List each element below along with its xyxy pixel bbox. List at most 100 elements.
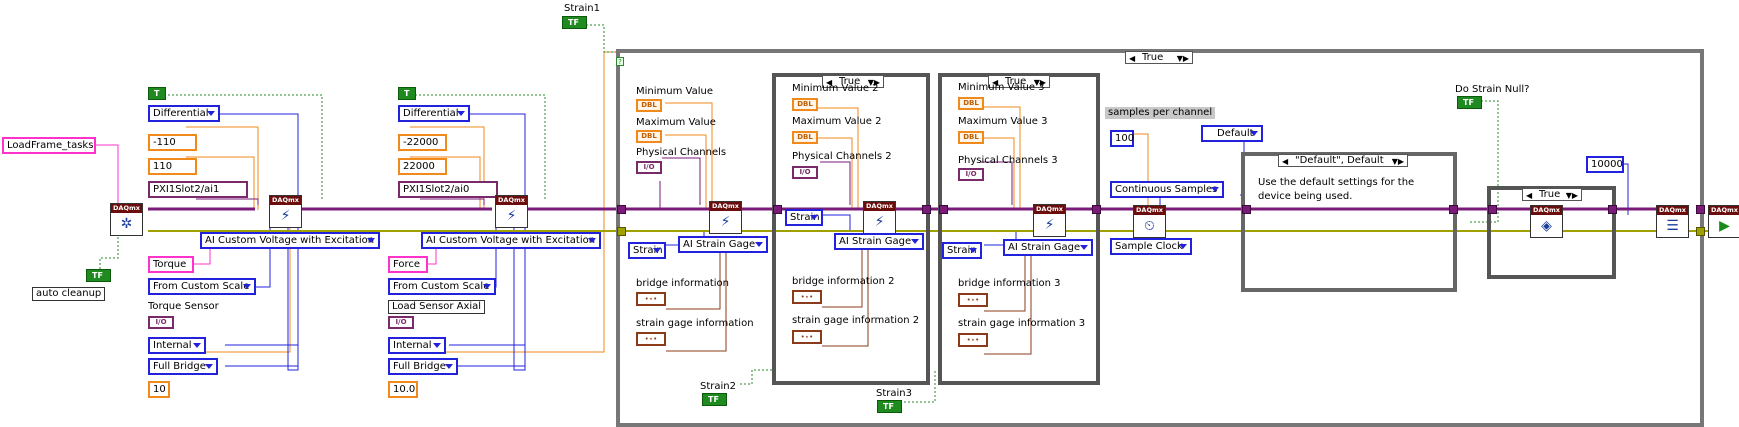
default-settings-comment: Use the default settings for the device … xyxy=(1258,177,1415,202)
bridge-info-cluster[interactable]: •⋆• xyxy=(636,292,666,306)
auto-cleanup-label: auto cleanup xyxy=(32,287,106,301)
auto-cleanup-bool[interactable]: TF xyxy=(86,269,111,282)
load-sensor-io[interactable]: I/O xyxy=(388,316,414,329)
bridge-info-label: bridge information xyxy=(636,278,729,289)
ai-type-selector-2[interactable]: AI Custom Voltage with Excitation xyxy=(421,232,601,249)
scale-type-enum-2[interactable]: From Custom Scale xyxy=(388,278,496,295)
torque-sensor-io[interactable]: I/O xyxy=(148,316,174,329)
daqmx-create-channel-vi-2[interactable]: DAQmx ⚡ xyxy=(495,195,528,228)
task-tunnel-inner2-out xyxy=(1092,205,1101,214)
do-strain-null-bool[interactable]: TF xyxy=(1457,96,1482,109)
inner-case-selector-1[interactable]: ◀True▼▶ xyxy=(822,75,884,88)
scale-type-enum-1[interactable]: From Custom Scale xyxy=(148,278,256,295)
channel-icon: ⚡ xyxy=(720,214,731,230)
max-value-1[interactable]: 110 xyxy=(148,158,197,175)
ai-type-selector-1[interactable]: AI Custom Voltage with Excitation xyxy=(200,232,380,249)
daqmx-timing-vi[interactable]: DAQmx ⏲ xyxy=(1133,205,1166,238)
timeout-constant[interactable]: 10000 xyxy=(1586,156,1624,173)
bool-true-1[interactable]: T xyxy=(148,87,166,100)
phys-channels-3-control[interactable]: I/O xyxy=(958,168,984,181)
physical-channel-2[interactable]: PXI1Slot2/ai0 xyxy=(398,181,498,198)
strain-units-enum-b[interactable]: Strain xyxy=(785,209,823,226)
terminal-config-enum-2[interactable]: Differential xyxy=(398,105,470,122)
daqmx-property-vi[interactable]: DAQmx ☰ xyxy=(1656,205,1689,238)
min-value-2-constant[interactable]: -22000 xyxy=(398,134,447,151)
phys-channels-control[interactable]: I/O xyxy=(636,161,662,174)
play-icon: ▶ xyxy=(1719,218,1730,234)
physical-channel-1[interactable]: PXI1Slot2/ai1 xyxy=(148,181,248,198)
min-value-control[interactable]: DBL xyxy=(636,99,662,112)
strain3-bool[interactable]: TF xyxy=(877,400,902,413)
outer-case-selector[interactable]: ◀True▼▶ xyxy=(1125,51,1193,64)
strain-units-enum-c[interactable]: Strain xyxy=(942,242,982,259)
daqmx-create-channel-strain-c[interactable]: DAQmx ⚡ xyxy=(1033,204,1066,237)
strain-gage-info-3-label: strain gage information 3 xyxy=(958,318,1086,329)
torque-sensor-label: Torque Sensor xyxy=(148,301,219,312)
excitation-source-enum-1[interactable]: Internal xyxy=(148,337,206,354)
max-value-2-constant[interactable]: 22000 xyxy=(398,158,447,175)
strain-units-enum-a[interactable]: Strain xyxy=(628,242,666,259)
case-selector-terminal: ? xyxy=(616,57,624,66)
bridge-config-enum-2[interactable]: Full Bridge xyxy=(388,358,458,375)
default-case-structure[interactable] xyxy=(1241,152,1457,292)
ai-strain-gage-selector-a[interactable]: AI Strain Gage xyxy=(678,236,768,253)
samples-per-channel-constant[interactable]: 100 xyxy=(1110,130,1134,147)
strain2-bool[interactable]: TF xyxy=(702,393,727,406)
daqmx-start-task-vi[interactable]: DAQmx ▶ xyxy=(1708,205,1739,238)
excitation-source-enum-2[interactable]: Internal xyxy=(388,337,446,354)
perform-bridge-offset-icon: ◈ xyxy=(1541,218,1552,234)
sample-clock-selector[interactable]: Sample Clock xyxy=(1110,238,1192,255)
create-task-icon: ✲ xyxy=(120,216,133,232)
daqmx-create-task-vi[interactable]: DAQmx ✲ xyxy=(110,203,143,236)
bridge-info-3-cluster[interactable]: •⋆• xyxy=(958,293,988,307)
channel-icon: ⚡ xyxy=(280,208,291,224)
task-tunnel-default-in xyxy=(1242,205,1251,214)
max-value-control[interactable]: DBL xyxy=(636,130,662,143)
channel-icon: ⚡ xyxy=(1044,217,1055,233)
task-tunnel-inner1-in xyxy=(773,205,782,214)
inner-case-selector-2[interactable]: ◀True▼▶ xyxy=(988,75,1050,88)
strain2-label: Strain2 xyxy=(700,381,736,392)
task-name-constant[interactable]: LoadFrame_tasks xyxy=(2,137,96,154)
torque-name-constant[interactable]: Torque xyxy=(148,256,194,273)
min-value-2-control[interactable]: DBL xyxy=(792,98,818,111)
vi-header: DAQmx xyxy=(1709,206,1739,215)
daqmx-create-channel-strain-b[interactable]: DAQmx ⚡ xyxy=(863,201,896,234)
max-value-3-label: Maximum Value 3 xyxy=(958,116,1048,127)
vi-header: DAQmx xyxy=(1134,206,1165,215)
error-tunnel-out xyxy=(1696,227,1705,236)
task-tunnel-null-in xyxy=(1488,205,1497,214)
bridge-config-enum-1[interactable]: Full Bridge xyxy=(148,358,218,375)
strain1-bool[interactable]: TF xyxy=(562,16,587,29)
terminal-config-enum-1[interactable]: Differential xyxy=(148,105,220,122)
channel-icon: ⚡ xyxy=(506,208,517,224)
min-value-1[interactable]: -110 xyxy=(148,134,197,151)
daqmx-create-channel-vi-1[interactable]: DAQmx ⚡ xyxy=(269,195,302,228)
strain-gage-info-2-label: strain gage information 2 xyxy=(792,315,920,326)
ai-strain-gage-selector-c[interactable]: AI Strain Gage xyxy=(1003,239,1093,256)
vi-header: DAQmx xyxy=(1531,206,1562,215)
excitation-value-1[interactable]: 10 xyxy=(148,381,170,398)
default-case-selector[interactable]: ◀"Default", Default▼▶ xyxy=(1278,154,1408,167)
ai-strain-gage-selector-b[interactable]: AI Strain Gage xyxy=(834,233,924,250)
sample-mode-enum[interactable]: Continuous Samples xyxy=(1110,181,1224,198)
vi-header: DAQmx xyxy=(1657,206,1688,215)
daqmx-strain-null-vi[interactable]: DAQmx ◈ xyxy=(1530,205,1563,238)
strain-gage-info-cluster[interactable]: •⋆• xyxy=(636,332,666,346)
daqmx-create-channel-strain-a[interactable]: DAQmx ⚡ xyxy=(709,201,742,234)
strain-gage-info-2-cluster[interactable]: •⋆• xyxy=(792,330,822,344)
phys-channels-2-label: Physical Channels 2 xyxy=(792,151,892,162)
min-value-3-control[interactable]: DBL xyxy=(958,97,984,110)
bool-true-2[interactable]: T xyxy=(398,87,416,100)
bridge-info-2-cluster[interactable]: •⋆• xyxy=(792,290,822,304)
force-name-constant[interactable]: Force xyxy=(388,256,428,273)
strain3-label: Strain3 xyxy=(876,388,912,399)
strain-null-case-selector[interactable]: ◀True▼▶ xyxy=(1522,188,1582,201)
phys-channels-2-control[interactable]: I/O xyxy=(792,166,818,179)
max-value-2-control[interactable]: DBL xyxy=(792,131,818,144)
max-value-3-control[interactable]: DBL xyxy=(958,131,984,144)
excitation-value-2[interactable]: 10.0 xyxy=(388,381,418,398)
load-sensor-axial-label: Load Sensor Axial xyxy=(388,300,486,314)
default-ring-constant[interactable]: Default xyxy=(1201,125,1263,142)
strain-gage-info-3-cluster[interactable]: •⋆• xyxy=(958,333,988,347)
